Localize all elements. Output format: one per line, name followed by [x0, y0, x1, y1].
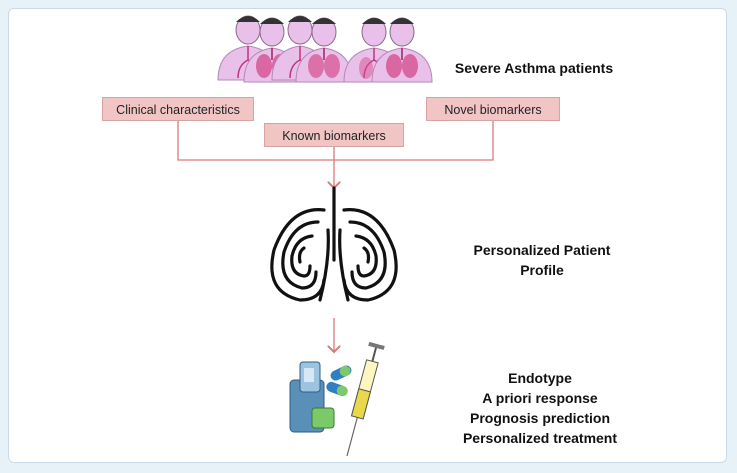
patient-figure — [371, 17, 433, 83]
clinical-characteristics-box: Clinical characteristics — [102, 97, 254, 121]
profile-label: Personalized Patient Profile — [452, 240, 632, 280]
patients-label: Severe Asthma patients — [454, 60, 614, 76]
outcome-item: A priori response — [482, 390, 598, 406]
outcomes-list: Endotype A priori response Prognosis pre… — [440, 368, 640, 448]
known-biomarkers-box: Known biomarkers — [264, 123, 404, 147]
outcome-item: Personalized treatment — [462, 430, 618, 446]
treatment-illustration — [289, 341, 385, 457]
pills-icon — [326, 365, 352, 397]
inhaler-icon — [289, 361, 335, 433]
novel-biomarkers-box: Novel biomarkers — [426, 97, 560, 121]
connector-lines — [177, 121, 494, 188]
outcome-item: Prognosis prediction — [469, 410, 610, 426]
syringe-icon — [346, 341, 385, 457]
patient-figure — [295, 17, 353, 83]
patients-illustration — [217, 15, 433, 83]
outcome-item: Endotype — [508, 370, 572, 386]
profile-label-line: Profile — [520, 262, 564, 278]
fingerprint-lungs-icon — [270, 186, 398, 302]
profile-label-line: Personalized Patient — [473, 242, 611, 258]
